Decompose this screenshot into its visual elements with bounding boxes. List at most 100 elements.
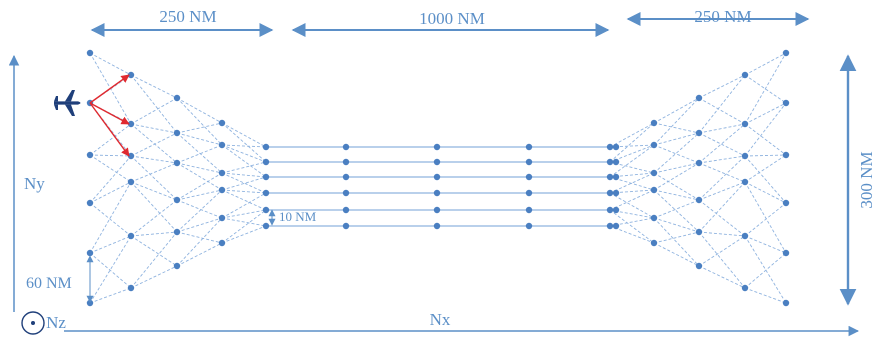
mesh-link [744, 154, 787, 157]
network-node [433, 189, 441, 197]
network-node [606, 189, 614, 197]
axis-z: Nz [21, 311, 66, 335]
network-node [695, 94, 703, 102]
mesh-link [176, 172, 223, 201]
network-node [695, 159, 703, 167]
mesh-link [130, 123, 178, 164]
network-node [612, 143, 620, 151]
mesh-link [744, 74, 787, 104]
x-axis-label: Nx [430, 310, 451, 329]
mesh-link [89, 181, 132, 254]
mesh-link [744, 154, 787, 183]
mesh-link [176, 122, 223, 134]
axis-y: Ny [8, 54, 45, 312]
lane-spacing-dimension: 10 NM [268, 209, 317, 226]
network-node [741, 71, 749, 79]
mesh-link [130, 74, 178, 99]
mesh-link [698, 231, 746, 237]
mesh-link [609, 192, 655, 219]
mesh-link [653, 189, 700, 201]
mesh-link [89, 155, 132, 204]
network-node [262, 206, 270, 214]
network-node [650, 119, 658, 127]
network-node [782, 49, 790, 57]
mesh-link [176, 162, 223, 191]
mesh-link [698, 74, 746, 99]
network-node [695, 262, 703, 270]
network-node [262, 189, 270, 197]
network-node [606, 206, 614, 214]
y-axis-label: Ny [24, 174, 45, 193]
mesh-link [653, 132, 700, 174]
network-node [612, 206, 620, 214]
network-node [695, 228, 703, 236]
mesh-link [221, 172, 267, 178]
network-node [173, 262, 181, 270]
mesh-link [221, 144, 267, 148]
network-node [173, 228, 181, 236]
mesh-link [130, 181, 178, 233]
network-node [525, 173, 533, 181]
mesh-link [744, 252, 787, 289]
network-node [741, 178, 749, 186]
mesh-link [744, 235, 787, 304]
mesh-link [653, 162, 700, 174]
mesh-link [89, 235, 132, 304]
heading-arrow-down [89, 102, 130, 157]
mesh-link [89, 154, 132, 157]
mesh-link [744, 202, 787, 237]
mesh-link [176, 189, 223, 201]
mesh-link [176, 217, 223, 267]
network-node [342, 189, 350, 197]
mesh-link [744, 52, 787, 125]
mesh-link [744, 155, 787, 204]
mesh-link [130, 132, 178, 157]
mesh-link [221, 209, 267, 219]
network-node [782, 299, 790, 307]
network-node [782, 151, 790, 159]
mesh-link [89, 154, 132, 183]
mesh-link [698, 162, 746, 183]
mesh-link [176, 144, 223, 164]
network-node [650, 186, 658, 194]
network-node [695, 196, 703, 204]
mesh-link [698, 74, 746, 134]
network-node [650, 141, 658, 149]
mesh-link [89, 287, 132, 304]
mesh-link [653, 144, 700, 164]
mesh-link [130, 231, 178, 237]
network-node [612, 189, 620, 197]
mesh-link [653, 242, 700, 267]
mesh-link [176, 97, 223, 146]
mesh-link [653, 199, 700, 219]
node-spacing-dimension: 60 NM [26, 255, 94, 303]
network-node [262, 143, 270, 151]
mesh-link [698, 265, 746, 289]
network-node [86, 199, 94, 207]
mesh-link [176, 189, 223, 233]
network-node [782, 199, 790, 207]
mesh-link [609, 189, 655, 211]
mesh-link [130, 181, 178, 201]
network-node [342, 222, 350, 230]
mesh-link [609, 122, 655, 148]
network-node [741, 232, 749, 240]
mesh-link [176, 242, 223, 267]
mesh-link [653, 231, 700, 244]
mesh-link [89, 123, 132, 156]
mesh-link [221, 217, 267, 227]
right-span-label: 250 NM [694, 7, 751, 26]
mesh-link [89, 252, 132, 289]
mesh-link [130, 74, 178, 134]
network-node [86, 151, 94, 159]
mesh-link [698, 132, 746, 157]
mesh-link [221, 209, 267, 244]
network-node [525, 189, 533, 197]
network-node [612, 173, 620, 181]
mesh-link [698, 181, 746, 201]
network-node [127, 178, 135, 186]
mesh-link [221, 122, 267, 148]
network-node [218, 239, 226, 247]
mesh-link [698, 155, 746, 201]
mesh-link [653, 189, 700, 233]
